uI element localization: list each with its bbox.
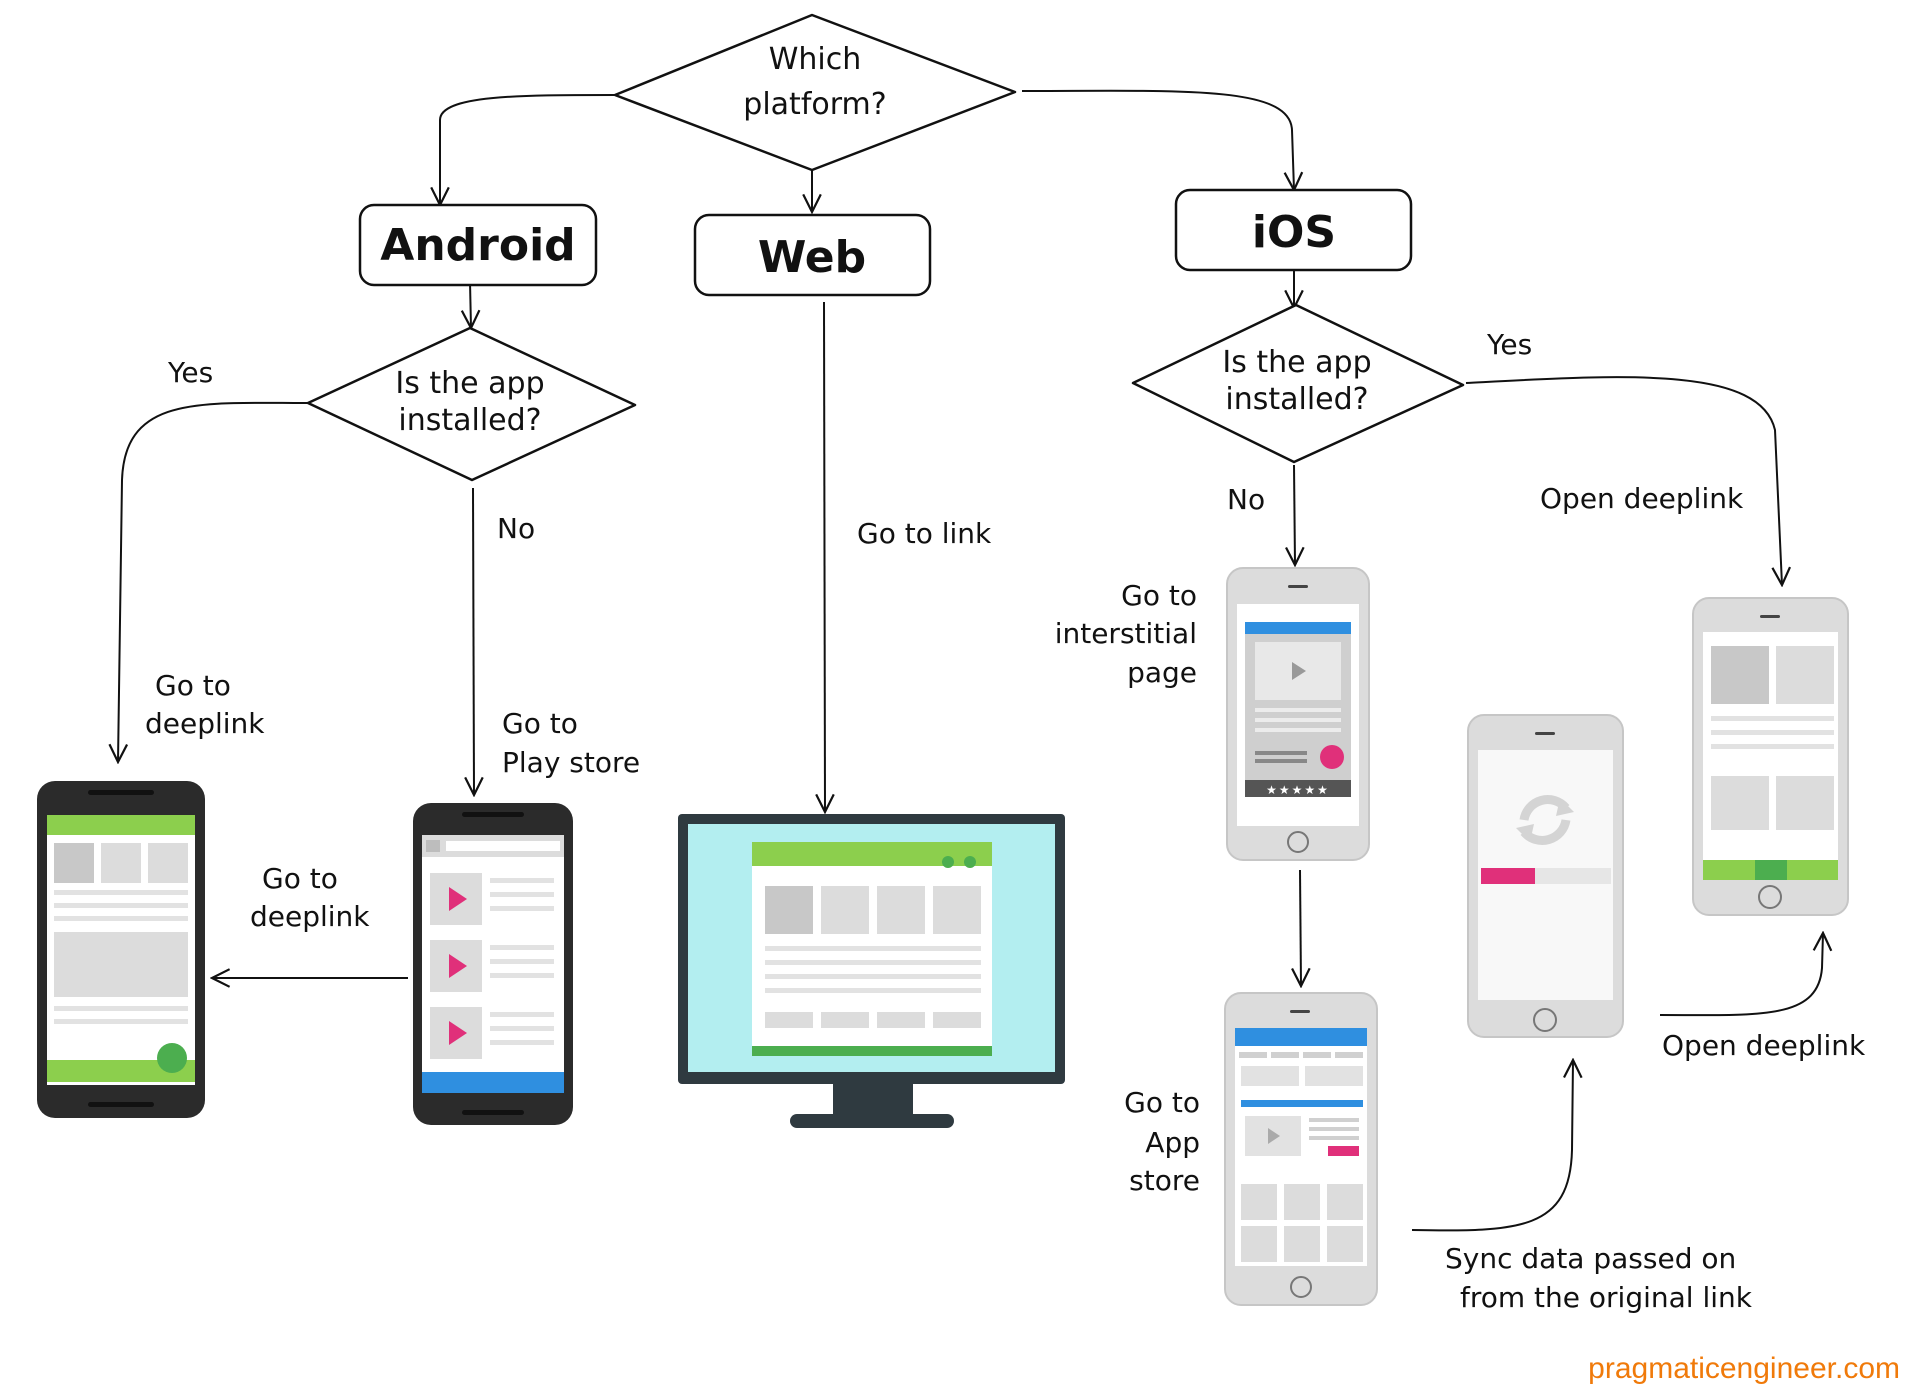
label-ios-yes: Yes: [1486, 328, 1532, 361]
edge-sync-to-deeplink-open: [1659, 933, 1823, 1017]
decision-ios-line-2: installed?: [1225, 382, 1368, 417]
node-android-label: Android: [380, 220, 575, 271]
label-ios-interstitial-2: interstitial: [1055, 617, 1197, 650]
play-icon: [449, 954, 467, 978]
desktop-monitor: [678, 814, 1065, 1128]
edges: [118, 89, 1823, 1232]
label-web-go-link: Go to link: [857, 517, 992, 550]
label-android-go-deeplink-2: deeplink: [145, 707, 265, 740]
label-ios-open-deeplink-bottom: Open deeplink: [1662, 1029, 1866, 1062]
decision-platform-line-2: platform?: [743, 87, 886, 122]
label-ios-app-store-3: store: [1129, 1164, 1200, 1197]
label-android-yes: Yes: [167, 356, 213, 389]
watermark: pragmaticengineer.com: [1588, 1352, 1900, 1385]
label-store-deeplink-2: deeplink: [250, 900, 370, 933]
label-android-go-deeplink-1: Go to: [155, 669, 231, 702]
edge-interstitial-to-app-store: [1300, 869, 1301, 986]
node-android: Android: [358, 203, 598, 287]
label-android-play-store-2: Play store: [502, 746, 640, 779]
play-icon: [1292, 662, 1306, 680]
play-icon: [1268, 1128, 1280, 1144]
edge-platform-to-android: [440, 94, 616, 205]
decision-ios-installed: Is the app installed?: [1131, 303, 1465, 464]
decision-android-line-1: Is the app: [395, 366, 544, 401]
label-store-deeplink-1: Go to: [262, 862, 338, 895]
edge-ios-yes: [1465, 376, 1782, 585]
label-ios-interstitial-1: Go to: [1121, 579, 1197, 612]
edge-platform-to-ios: [1021, 89, 1294, 190]
edge-ios-no: [1294, 464, 1295, 565]
label-android-no: No: [497, 512, 535, 545]
play-icon: [449, 1021, 467, 1045]
decision-ios-line-1: Is the app: [1222, 345, 1371, 380]
label-ios-sync-1: Sync data passed on: [1445, 1242, 1736, 1275]
node-web-label: Web: [758, 232, 866, 283]
decision-platform: Which platform?: [613, 13, 1017, 172]
label-ios-sync-2: from the original link: [1460, 1281, 1753, 1314]
decision-platform-line-1: Which: [769, 42, 862, 77]
edge-android-yes: [118, 401, 309, 762]
play-icon: [449, 887, 467, 911]
decision-android-installed: Is the app installed?: [306, 326, 637, 482]
rating-stars: ★★★★★: [1266, 783, 1330, 797]
edge-web-go-link: [824, 301, 825, 812]
node-ios: iOS: [1174, 188, 1413, 272]
node-ios-label: iOS: [1252, 207, 1336, 258]
decision-android-line-2: installed?: [398, 403, 541, 438]
label-ios-no: No: [1227, 483, 1265, 516]
label-ios-app-store-2: App: [1145, 1126, 1200, 1159]
ios-phone-app: [1692, 597, 1849, 916]
edge-app-store-to-sync: [1411, 1060, 1573, 1232]
label-ios-interstitial-3: page: [1127, 656, 1197, 689]
android-phone-play-store: [413, 803, 573, 1125]
label-ios-app-store-1: Go to: [1124, 1086, 1200, 1119]
label-ios-open-deeplink-top: Open deeplink: [1540, 482, 1744, 515]
ios-phone-sync: [1467, 714, 1624, 1038]
ios-phone-interstitial: ★★★★★: [1226, 567, 1370, 861]
android-app-fab-icon: [157, 1043, 187, 1073]
sync-progress-fill: [1481, 868, 1535, 884]
label-android-play-store-1: Go to: [502, 707, 578, 740]
edge-labels: Yes No Go to deeplink Go to Play store G…: [145, 328, 1866, 1314]
edge-android-no: [473, 487, 474, 795]
node-web: Web: [693, 213, 932, 297]
android-phone-app: [37, 781, 205, 1118]
edge-android-to-question: [470, 281, 471, 328]
ios-phone-app-store: [1224, 992, 1378, 1306]
